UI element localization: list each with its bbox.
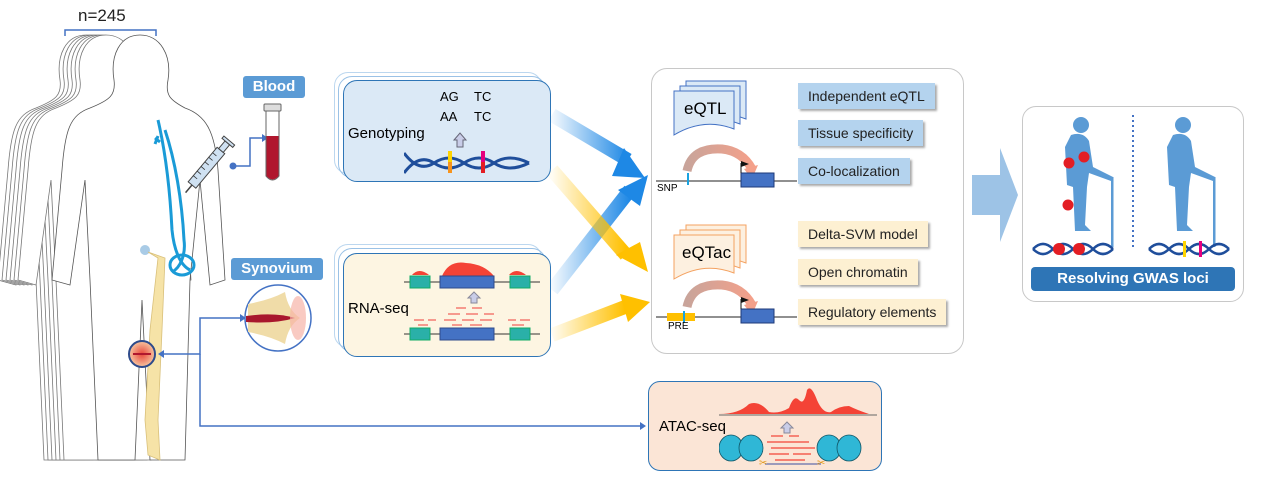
feature-co-localization: Co-localization xyxy=(798,158,910,184)
rnaseq-gene-model-icon xyxy=(404,262,540,341)
feature-regulatory-elements: Regulatory elements xyxy=(798,299,947,325)
cohort-size-label: n=245 xyxy=(78,6,126,25)
pre-label: PRE xyxy=(668,321,689,332)
arrow-genotyping-to-eqtac xyxy=(546,165,632,260)
feature-independent-eqtl: Independent eQTL xyxy=(798,83,935,109)
allele-1: AG xyxy=(440,89,459,104)
eqtac-label: eQTac xyxy=(682,243,732,262)
svg-text:✂: ✂ xyxy=(759,458,767,468)
feature-open-chromatin: Open chromatin xyxy=(798,259,918,285)
human-silhouette-stack xyxy=(0,34,226,461)
blood-tag: Blood xyxy=(243,76,305,98)
flow-arrows xyxy=(546,108,1018,375)
syringe-icon xyxy=(184,135,236,194)
arm-veins-icon xyxy=(153,119,196,277)
rnaseq-label: RNA-seq xyxy=(348,300,409,317)
eqtac-gene-model-icon xyxy=(656,280,797,324)
atacseq-label: ATAC-seq xyxy=(659,418,726,435)
eqtac-document-icon xyxy=(673,224,747,280)
dna-helix-icon xyxy=(404,132,530,174)
resolving-gwas-loci-banner: Resolving GWAS loci xyxy=(1031,267,1235,291)
synovium-tag: Synovium xyxy=(231,258,323,280)
arrow-genotyping-to-eqtl xyxy=(548,108,632,167)
feature-tissue-specificity: Tissue specificity xyxy=(798,120,924,146)
snp-label: SNP xyxy=(657,183,678,194)
rnaseq-card: RNA-seq xyxy=(343,253,551,357)
eqtl-gene-model-icon xyxy=(656,144,797,188)
analysis-panel: eQTL SNP Independent eQTL Tissue specifi… xyxy=(651,68,964,354)
eqtl-label: eQTL xyxy=(684,99,727,118)
feature-delta-svm: Delta-SVM model xyxy=(798,221,928,247)
outcome-panel: Resolving GWAS loci xyxy=(1022,106,1244,302)
atacseq-card: ATAC-seq ✂ ✂ xyxy=(648,381,882,471)
synovium-tissue-icon xyxy=(244,284,312,352)
arrow-rnaseq-to-eqtl xyxy=(546,185,636,295)
genotyping-card: AG TC AA TC Genotyping xyxy=(343,80,551,182)
atacseq-peaks-icon: ✂ ✂ xyxy=(719,388,877,468)
allele-3: AA xyxy=(440,109,458,124)
genotyping-label: Genotyping xyxy=(348,125,425,142)
allele-2: TC xyxy=(474,89,492,104)
svg-text:✂: ✂ xyxy=(817,458,825,468)
allele-4: TC xyxy=(474,109,492,124)
arrow-rnaseq-to-eqtac xyxy=(549,300,628,342)
healthy-person-icon xyxy=(1167,117,1216,247)
arrow-to-outcome xyxy=(972,148,1018,242)
eqtl-document-icon xyxy=(673,80,747,136)
blood-tube-icon xyxy=(263,103,282,181)
cohort-bracket xyxy=(64,29,157,36)
patient-comparison-icon xyxy=(1032,115,1230,257)
affected-person-icon xyxy=(1065,117,1114,247)
